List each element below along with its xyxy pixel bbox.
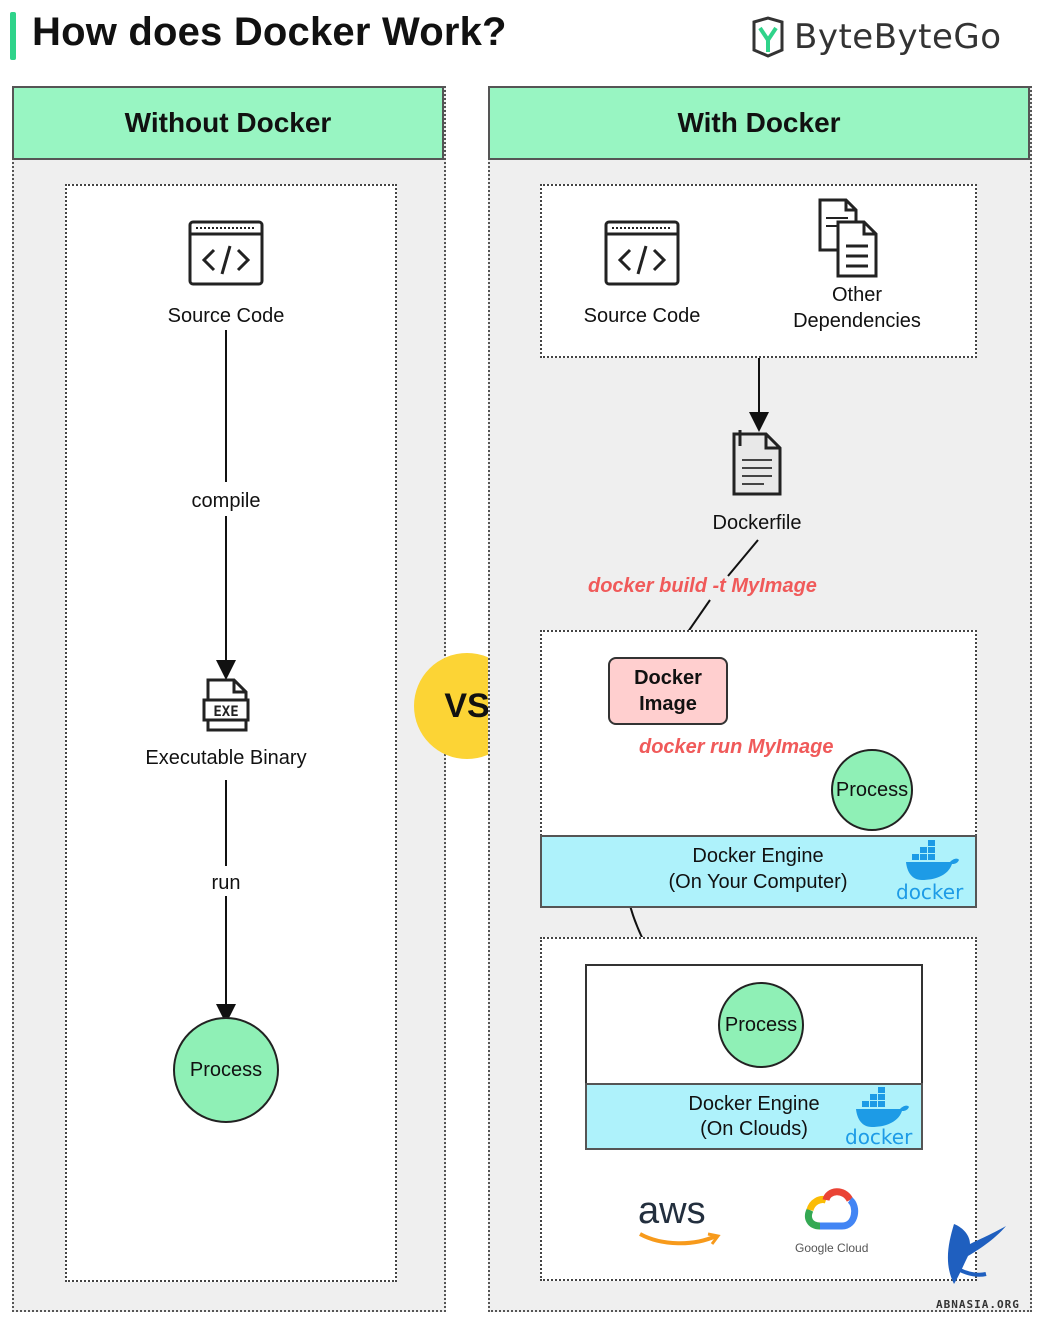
svg-text:EXE: EXE [213, 704, 238, 720]
executable-binary-label: Executable Binary [145, 747, 307, 769]
aws-smile-icon [639, 1232, 721, 1246]
engine-cloud-label-2: (On Clouds) [700, 1118, 808, 1140]
google-cloud-icon [804, 1188, 859, 1230]
page-title: How does Docker Work? [32, 10, 507, 54]
docker-whale-icon [906, 840, 959, 880]
dockerfile-icon [732, 430, 782, 496]
run-label: run [211, 872, 241, 894]
with-docker-heading: With Docker [488, 86, 1030, 160]
left-flow-arrows [216, 330, 236, 1024]
docker-whale-icon [856, 1087, 909, 1127]
dependencies-icon [818, 198, 878, 278]
compile-label: compile [191, 490, 261, 512]
engine-local-label-2: (On Your Computer) [668, 871, 848, 893]
docker-run-command: docker run MyImage [639, 736, 834, 758]
engine-cloud-label-1: Docker Engine [688, 1093, 820, 1115]
source-code-icon [188, 220, 264, 286]
other-dependencies-label-1: Other [831, 284, 883, 306]
aws-logo: aws [638, 1192, 722, 1252]
docker-image-label-2: Image [639, 693, 697, 715]
engine-local-label-1: Docker Engine [692, 845, 824, 867]
brand-name: ByteByteGo [794, 17, 1002, 57]
left-source-code-label: Source Code [167, 305, 285, 327]
right-source-code-label: Source Code [583, 305, 701, 327]
google-cloud-label: Google Cloud [795, 1241, 869, 1255]
title-accent-bar [10, 12, 16, 60]
dockerfile-label: Dockerfile [712, 512, 802, 534]
local-process-circle: Process [831, 749, 913, 831]
left-process-circle: Process [173, 1017, 279, 1123]
watermark-bird-icon [947, 1224, 1006, 1284]
docker-logo-text: docker [896, 880, 964, 904]
other-dependencies-label-2: Dependencies [793, 310, 921, 332]
cloud-process-circle: Process [718, 982, 804, 1068]
docker-engine-local [540, 835, 977, 908]
executable-file-icon: EXE [202, 678, 250, 732]
without-docker-heading: Without Docker [12, 86, 444, 160]
brand-logo: ByteByteGo [750, 14, 1002, 60]
watermark-text: ABNASIA.ORG [936, 1298, 1020, 1311]
aws-logo-text: aws [638, 1190, 706, 1232]
source-code-icon [604, 220, 680, 286]
docker-build-command: docker build -t MyImage [588, 575, 817, 597]
docker-image-label-1: Docker [634, 667, 702, 689]
bytebytego-logo-icon [752, 16, 784, 58]
docker-logo-text: docker [845, 1125, 913, 1149]
docker-image-box: Docker Image [608, 657, 728, 725]
